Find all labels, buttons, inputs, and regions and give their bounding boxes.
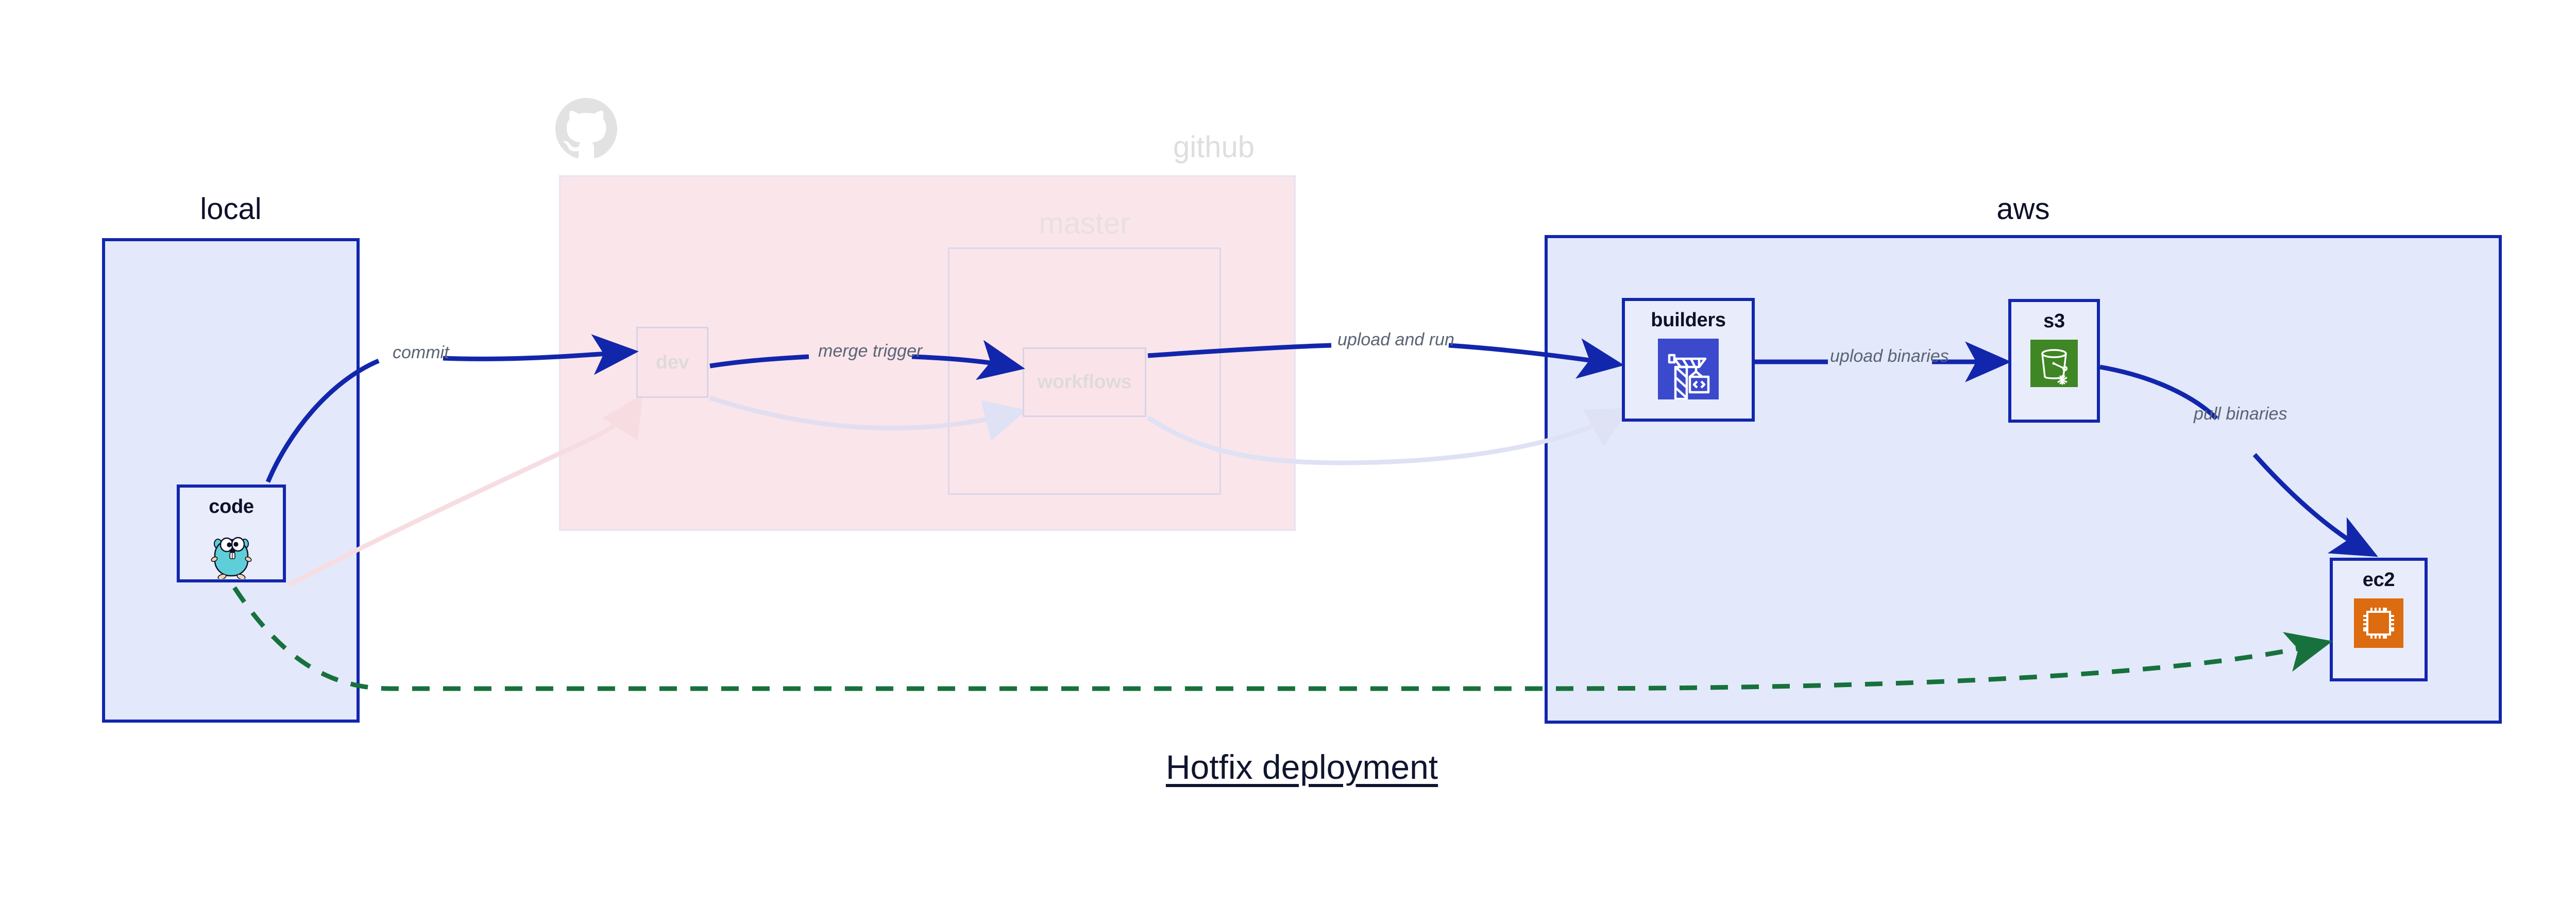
group-aws-label: aws [1996,192,2050,226]
edge-label-commit: commit [393,343,449,362]
group-local [102,238,360,723]
node-workflows-label: workflows [1037,371,1132,393]
node-ec2-label: ec2 [2362,569,2395,591]
node-dev-label: dev [655,351,689,373]
edge-label-upload-and-run: upload and run [1337,330,1454,349]
aws-codebuild-icon [1658,339,1719,402]
node-code-label: code [209,496,254,517]
edge-label-pull-binaries: pull binaries [2194,404,2287,424]
node-code[interactable]: code [177,485,286,582]
diagram-title: Hotfix deployment [1165,748,1438,786]
edge-label-merge-trigger: merge trigger [818,341,923,361]
node-builders[interactable]: builders [1622,298,1755,422]
aws-s3-glacier-icon [2030,340,2078,390]
node-workflows[interactable]: workflows [1023,347,1146,417]
aws-ec2-icon [2354,598,2403,650]
node-s3-label: s3 [2043,310,2065,332]
node-ec2[interactable]: ec2 [2330,558,2428,681]
node-builders-label: builders [1651,309,1726,331]
group-local-label: local [200,192,262,226]
node-dev[interactable]: dev [636,327,708,398]
go-gopher-icon [209,525,253,581]
edge-label-upload-binaries: upload binaries [1830,346,1949,366]
group-master-label: master [1039,207,1130,240]
node-s3[interactable]: s3 [2008,299,2100,423]
group-github-label: github [1173,130,1255,164]
github-octocat-icon [555,98,617,162]
